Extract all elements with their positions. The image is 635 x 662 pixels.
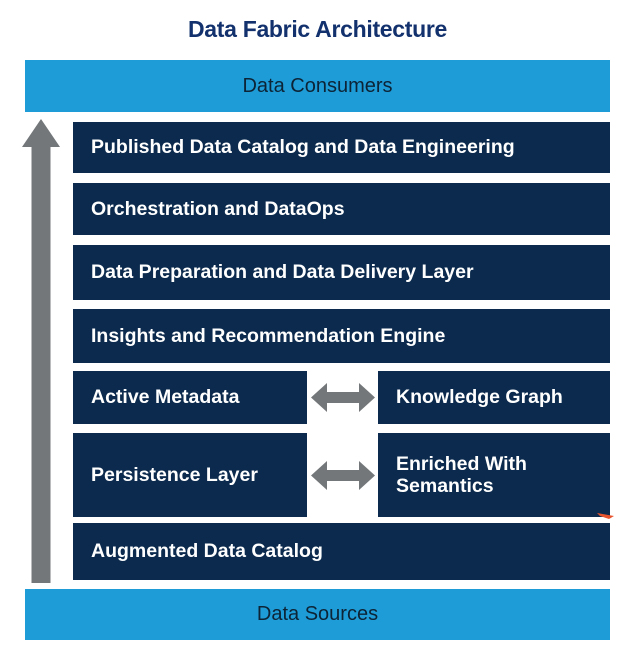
- box-persistence-layer: Persistence Layer: [73, 433, 307, 517]
- layer-label: Data Preparation and Data Delivery Layer: [91, 261, 474, 284]
- layer-augmented-data-catalog: Augmented Data Catalog: [73, 523, 610, 580]
- bidirectional-arrow-icon: [311, 383, 375, 412]
- box-label: Enriched With Semantics: [396, 452, 527, 497]
- box-label: Persistence Layer: [91, 463, 258, 486]
- box-knowledge-graph: Knowledge Graph: [378, 371, 610, 424]
- layer-label: Insights and Recommendation Engine: [91, 324, 446, 347]
- box-active-metadata: Active Metadata: [73, 371, 307, 424]
- red-cursor-artifact: [597, 513, 614, 519]
- up-arrow-icon: [22, 119, 60, 583]
- data-sources-bar: Data Sources: [25, 589, 610, 640]
- box-enriched-with-semantics: Enriched With Semantics: [378, 433, 610, 517]
- bidirectional-arrow-icon: [311, 461, 375, 490]
- layer-label: Published Data Catalog and Data Engineer…: [91, 136, 515, 159]
- diagram-title: Data Fabric Architecture: [187, 16, 448, 42]
- layer-insights-recommendation: Insights and Recommendation Engine: [73, 309, 610, 363]
- layer-label: Augmented Data Catalog: [91, 540, 323, 563]
- layer-label: Orchestration and DataOps: [91, 197, 345, 220]
- layer-published-data-catalog: Published Data Catalog and Data Engineer…: [73, 122, 610, 173]
- layer-orchestration-dataops: Orchestration and DataOps: [73, 183, 610, 235]
- box-label: Knowledge Graph: [396, 386, 563, 409]
- data-consumers-label: Data Consumers: [242, 74, 393, 97]
- data-sources-label: Data Sources: [256, 603, 379, 625]
- data-consumers-bar: Data Consumers: [25, 60, 610, 112]
- box-label: Active Metadata: [91, 386, 240, 409]
- layer-data-preparation-delivery: Data Preparation and Data Delivery Layer: [73, 245, 610, 300]
